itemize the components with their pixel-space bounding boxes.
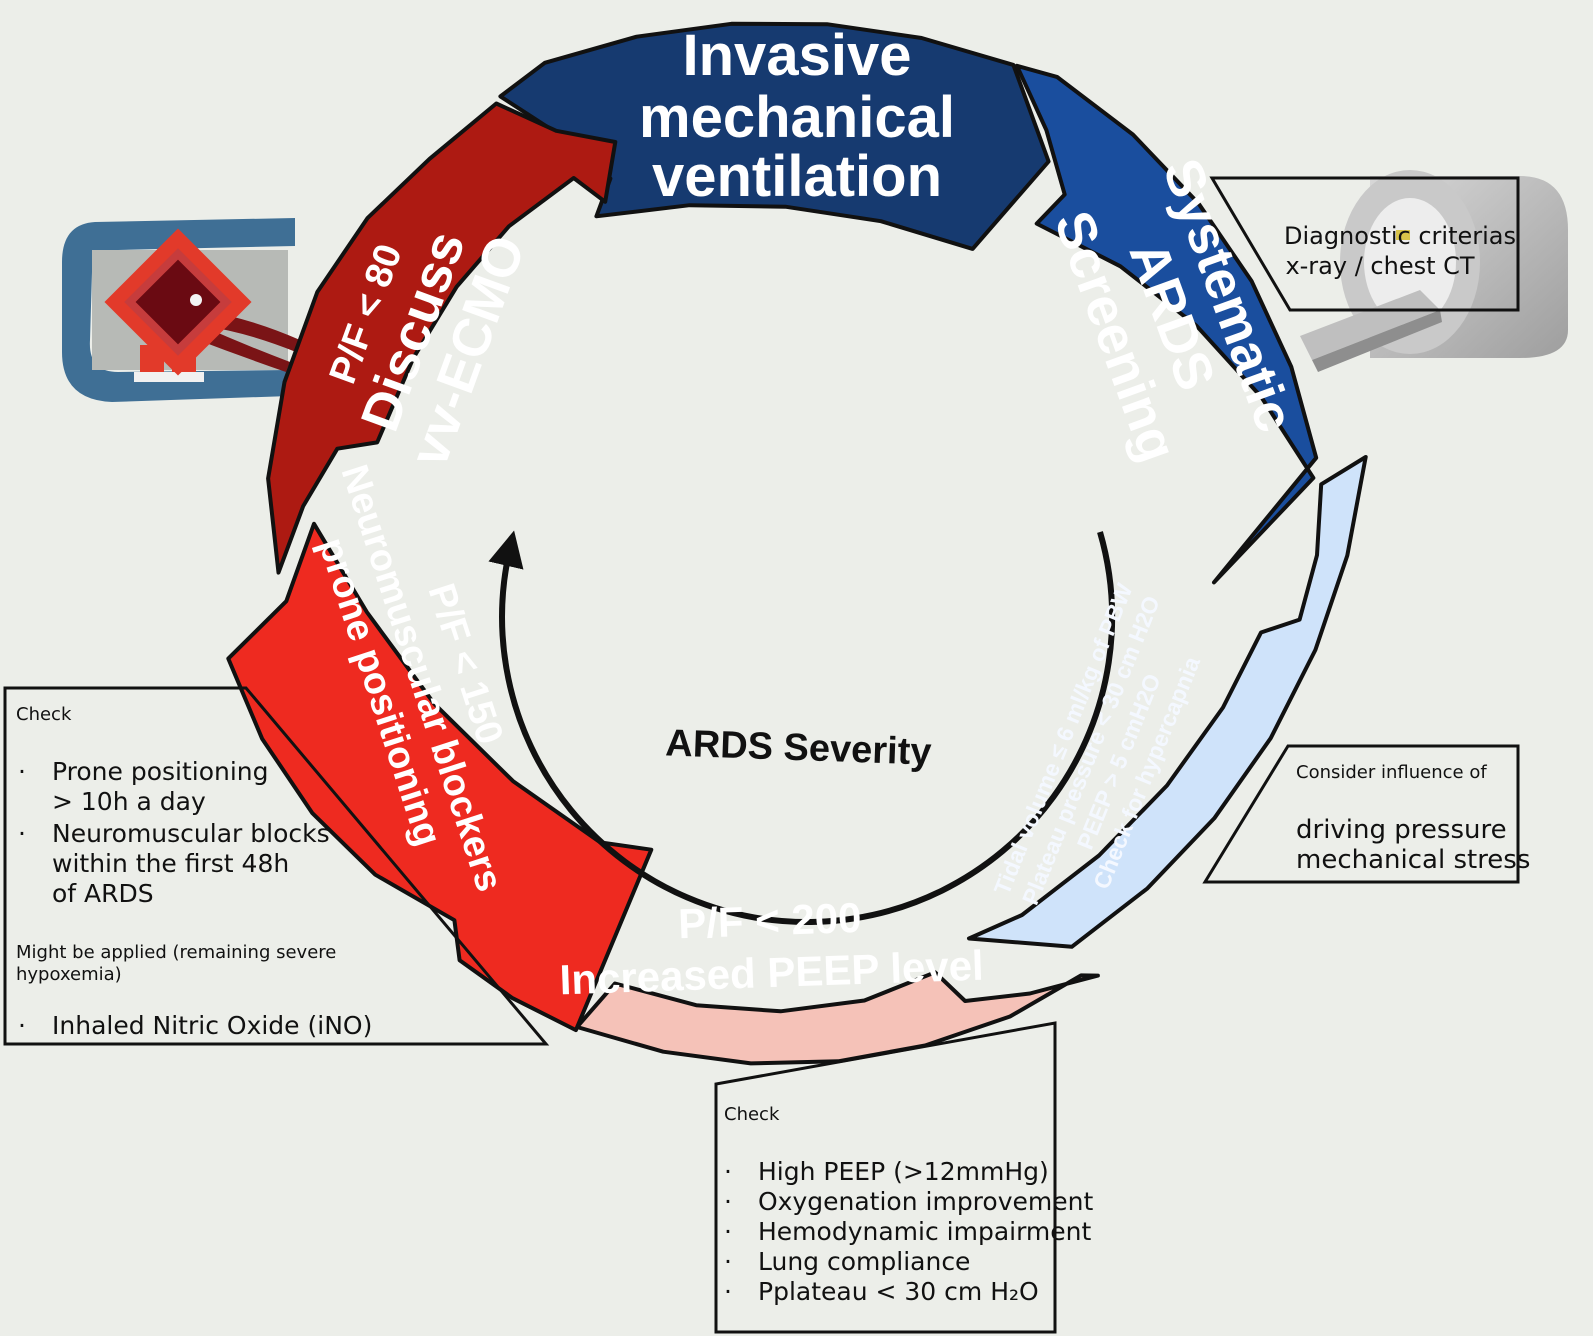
bullet: · [18, 757, 26, 786]
mechanical-stress-line: mechanical stress [1296, 845, 1530, 875]
peep-item-hemodynamic: Hemodynamic impairment [758, 1217, 1091, 1246]
bullet: · [724, 1217, 732, 1246]
ecmo-machine-icon [62, 218, 300, 402]
prone-item-2-line-1: Neuromuscular blocks [52, 819, 330, 848]
might-be-applied-line-2: hypoxemia) [16, 964, 122, 985]
peep-item-oxygenation: Oxygenation improvement [758, 1187, 1093, 1216]
bullet: · [724, 1277, 732, 1306]
segment-peep [575, 970, 1100, 1066]
callout-peep-check: Check · High PEEP (>12mmHg) · Oxygenatio… [714, 1021, 1093, 1334]
bullet: · [18, 1011, 26, 1040]
callout-prone-check: Check · Prone positioning > 10h a day · … [3, 686, 550, 1046]
might-be-applied-line-1: Might be applied (remaining severe [16, 942, 336, 963]
bullet: · [724, 1157, 732, 1186]
driving-heading: Consider influence of [1296, 762, 1487, 783]
driving-pressure-line: driving pressure [1296, 815, 1507, 845]
prone-item-2-line-3: of ARDS [52, 879, 154, 908]
bullet: · [724, 1247, 732, 1276]
segment-systematic-screening [1014, 63, 1319, 585]
bullet: · [724, 1187, 732, 1216]
prone-item-1-line-1: Prone positioning [52, 757, 269, 786]
peep-item-pplateau: Pplateau < 30 cm H₂O [758, 1277, 1039, 1306]
invasive-line: Invasive [683, 23, 912, 88]
mechanical-line: mechanical [639, 85, 955, 150]
segment-ecmo [266, 101, 618, 575]
segment-lung-protective [967, 455, 1368, 949]
prone-check-heading: Check [16, 704, 72, 725]
severity-arrow [488, 530, 1116, 926]
bullet: · [18, 819, 26, 848]
callout-diagnostic: Diagnostic criterias x-ray / chest CT [1209, 176, 1520, 312]
pf-200-line: P/F < 200 [677, 894, 862, 947]
peep-item-high-peep: High PEEP (>12mmHg) [758, 1157, 1049, 1186]
center-label: ARDS Severity [665, 722, 932, 773]
segment-invasive-ventilation-text: Invasive mechanical ventilation [639, 23, 955, 209]
diagnostic-criteria-line: Diagnostic criterias [1284, 222, 1516, 250]
peep-check-heading: Check [724, 1104, 780, 1125]
ino-item: Inhaled Nitric Oxide (iNO) [52, 1011, 372, 1040]
callout-driving-pressure: Consider influence of driving pressure m… [1202, 744, 1530, 884]
prone-item-1-line-2: > 10h a day [52, 787, 206, 816]
prone-item-2-line-2: within the first 48h [52, 849, 289, 878]
xray-ct-line: x-ray / chest CT [1285, 252, 1474, 280]
peep-item-compliance: Lung compliance [758, 1247, 970, 1276]
ventilation-line: ventilation [652, 144, 942, 209]
